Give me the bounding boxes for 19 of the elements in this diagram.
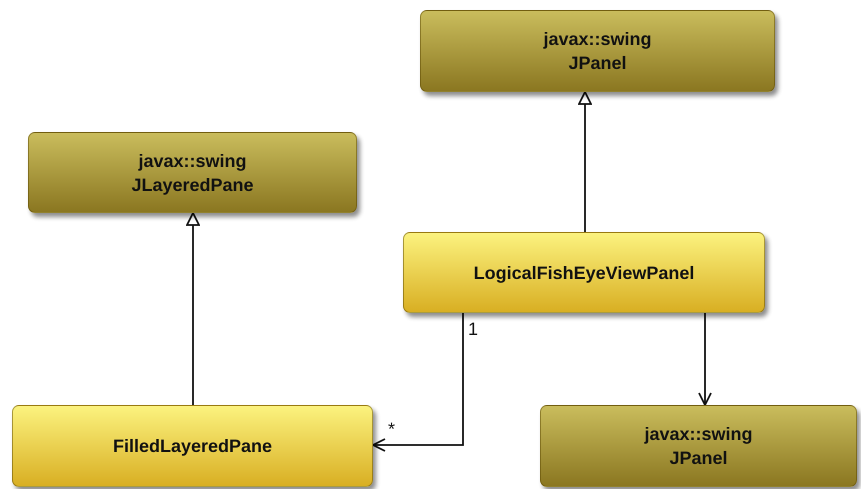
package-name: javax::swing	[138, 150, 247, 172]
class-box	[403, 232, 765, 313]
package-name: javax::swing	[543, 28, 652, 51]
multiplicity-label: *	[388, 420, 396, 438]
association-arrow	[372, 313, 464, 452]
package-name: javax::swing	[644, 423, 753, 446]
association-arrow	[698, 313, 712, 406]
class-box	[12, 405, 373, 487]
class-name: JLayeredPane	[131, 174, 254, 196]
inheritance-arrow	[578, 91, 592, 232]
class-name: JPanel	[669, 447, 728, 470]
class-name: JPanel	[568, 52, 627, 75]
class-name: LogicalFishEyeViewPanel	[474, 262, 694, 284]
class-box	[420, 10, 775, 92]
multiplicity-label: 1	[468, 320, 478, 338]
class-name: FilledLayeredPane	[112, 435, 272, 458]
inheritance-arrow	[186, 212, 200, 405]
class-box	[28, 132, 357, 213]
class-box	[540, 405, 857, 487]
